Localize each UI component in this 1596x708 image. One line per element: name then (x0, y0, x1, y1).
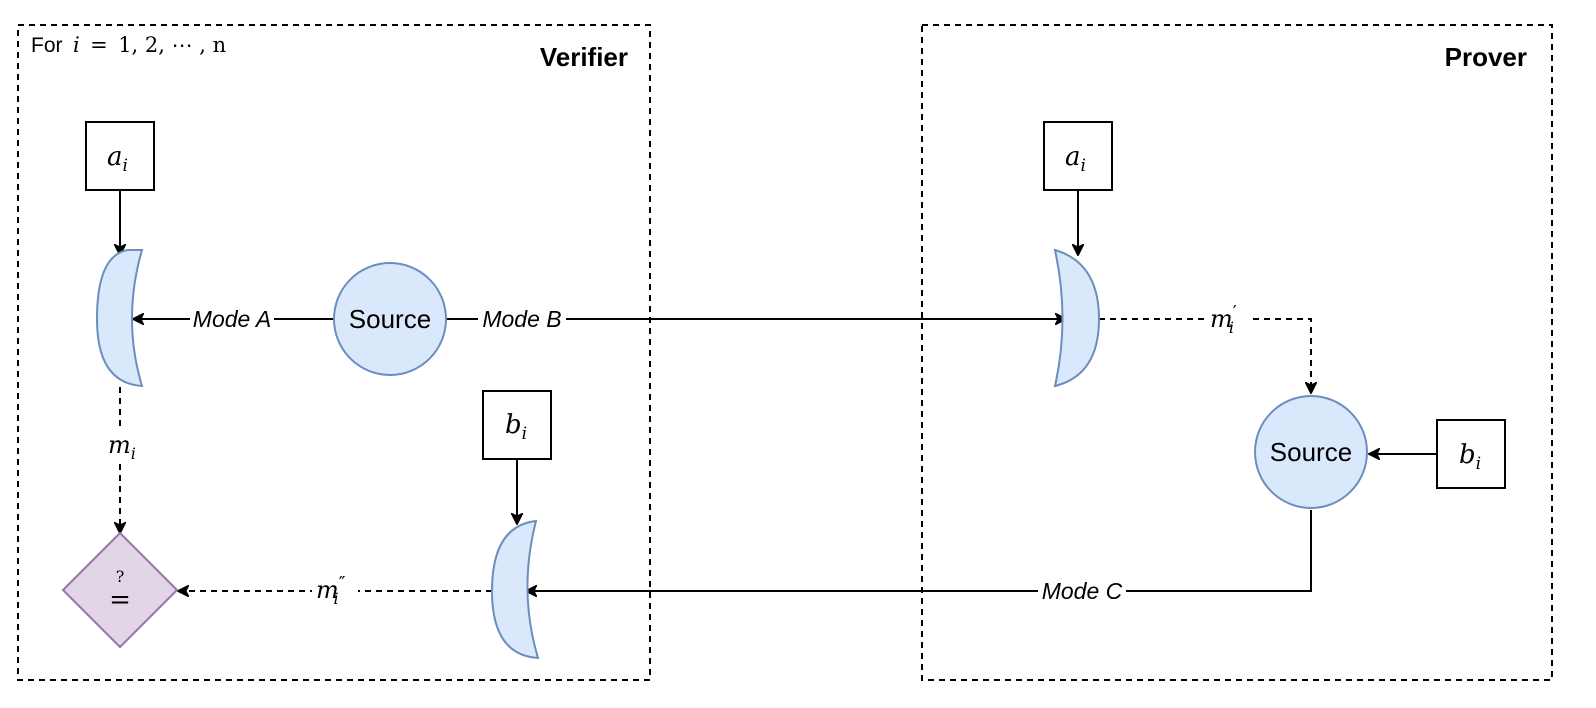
prover-detector (1053, 248, 1101, 388)
verifier-basis-a-box: ai (85, 121, 155, 191)
m-prime-edge (1099, 318, 1311, 393)
prover-basis-b-box: bi (1436, 419, 1506, 489)
svg-text:Mode A: Mode A (193, 306, 271, 332)
svg-text:Source: Source (1270, 437, 1352, 467)
loop-label: For i = 1, 2, ⋯ , n (31, 33, 226, 57)
svg-text:m″i: m″i (316, 573, 346, 608)
mode-c-edge (526, 510, 1312, 591)
mode-b-label: Mode B (478, 305, 566, 333)
prover-source: Source (1254, 395, 1368, 509)
prover-basis-a-box: ai (1043, 121, 1113, 191)
svg-text:bi: bi (1459, 440, 1481, 474)
mode-c-label: Mode C (1038, 577, 1126, 605)
prover-frame (921, 24, 1553, 681)
verifier-source: Source (333, 262, 447, 376)
m-label: mi (104, 430, 140, 464)
loop-label-range: 1, 2, ⋯ , n (118, 33, 226, 57)
svg-text:ai: ai (1065, 142, 1086, 176)
m-prime-label: m′i (1206, 302, 1248, 339)
verifier-region: Verifier For i = 1, 2, ⋯ , n (17, 24, 651, 681)
loop-label-variable: i (73, 33, 80, 57)
svg-text:Source: Source (349, 304, 431, 334)
prover-title: Prover (1445, 42, 1527, 72)
verifier-frame (17, 24, 651, 681)
svg-text:=: = (109, 585, 131, 615)
svg-text:Mode C: Mode C (1042, 578, 1123, 604)
svg-text:bi: bi (505, 410, 527, 444)
svg-text:?: ? (116, 567, 125, 586)
svg-text:Mode B: Mode B (482, 306, 561, 332)
verifier-title: Verifier (540, 42, 628, 72)
prover-region: Prover (921, 24, 1553, 681)
svg-text:m′i: m′i (1210, 302, 1237, 337)
verifier-detector-b (490, 519, 540, 660)
svg-text:mi: mi (108, 431, 136, 463)
equality-check: ? = (61, 531, 179, 649)
svg-text:ai: ai (107, 142, 128, 176)
mode-a-label: Mode A (190, 305, 274, 333)
loop-label-equals: = (90, 33, 108, 57)
m-double-prime-label: m″i (312, 573, 358, 610)
loop-label-prefix: For (31, 34, 63, 57)
verifier-detector-a (95, 249, 144, 388)
verifier-basis-b-box: bi (482, 390, 552, 460)
